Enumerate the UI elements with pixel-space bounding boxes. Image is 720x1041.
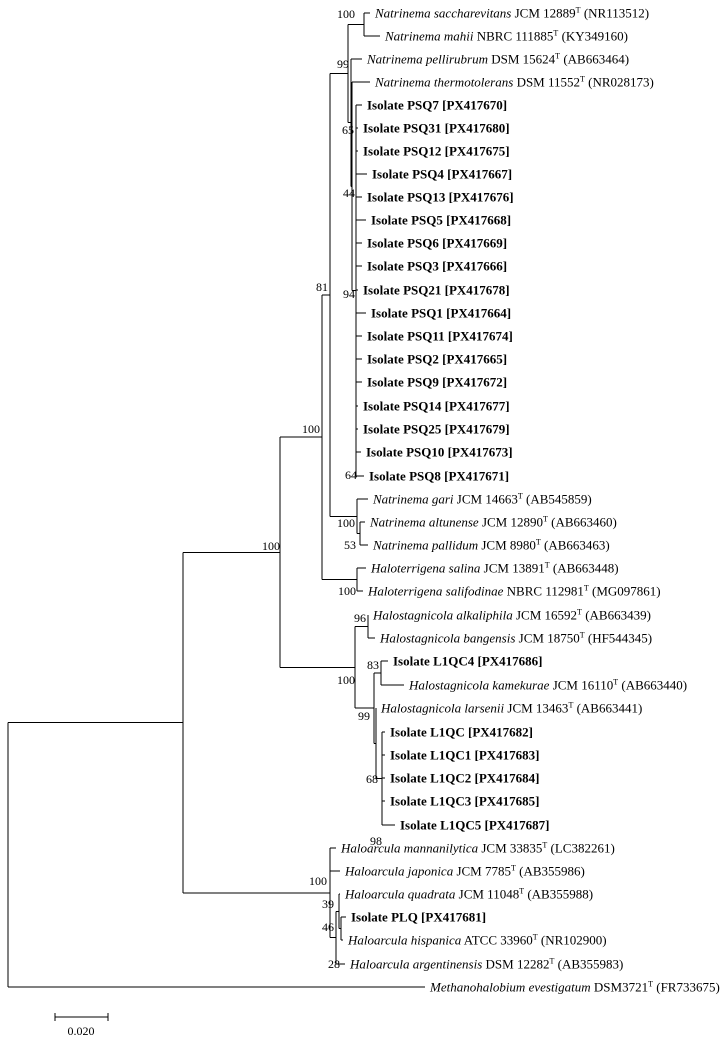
taxon-label: Isolate PSQ3 [PX417666] — [367, 259, 507, 274]
taxon-label: Isolate PSQ5 [PX417668] — [371, 213, 511, 228]
taxon-label: Methanohalobium evestigatum DSM3721T (FR… — [429, 980, 720, 995]
bootstrap-value: 100 — [302, 422, 320, 436]
bootstrap-value: 65 — [342, 123, 354, 137]
scale-bar: 0.020 — [54, 1013, 109, 1038]
taxon-label: Isolate PSQ8 [PX417671] — [369, 469, 509, 484]
taxon-label: Isolate PSQ2 [PX417665] — [367, 352, 507, 367]
taxon-label: Halostagnicola alkaliphila JCM 16592T (A… — [372, 608, 651, 623]
taxon-label: Isolate L1QC2 [PX417684] — [390, 771, 540, 786]
bootstrap-value: 100 — [338, 584, 356, 598]
taxon-label: Haloarcula quadrata JCM 11048T (AB355988… — [344, 887, 593, 902]
bootstrap-value: 99 — [358, 709, 370, 723]
bootstrap-value: 100 — [337, 516, 355, 530]
taxon-label: Isolate L1QC3 [PX417685] — [390, 794, 540, 809]
taxon-label: Isolate PSQ21 [PX417678] — [363, 283, 510, 298]
taxon-label: Natrinema thermotolerans DSM 11552T (NR0… — [374, 75, 654, 90]
taxon-label: Isolate L1QC1 [PX417683] — [390, 748, 540, 763]
taxon-label: Haloarcula japonica JCM 7785T (AB355986) — [344, 864, 585, 879]
taxon-label: Isolate PSQ25 [PX417679] — [363, 422, 510, 437]
bootstrap-value: 100 — [337, 673, 355, 687]
taxon-label: Isolate PSQ13 [PX417676] — [367, 190, 514, 205]
taxon-label: Natrinema altunense JCM 12890T (AB663460… — [369, 515, 617, 530]
taxon-label: Natrinema saccharevitans JCM 12889T (NR1… — [374, 6, 649, 21]
taxon-label: Isolate PSQ12 [PX417675] — [363, 144, 510, 159]
bootstrap-value: 96 — [354, 611, 366, 625]
bootstrap-value: 68 — [366, 772, 378, 786]
bootstrap-value: 100 — [337, 7, 355, 21]
bootstrap-value: 39 — [322, 897, 334, 911]
taxon-label: Isolate L1QC [PX417682] — [390, 725, 533, 740]
taxon-label: Natrinema mahii NBRC 111885T (KY349160) — [384, 29, 628, 44]
bootstrap-value: 100 — [309, 874, 327, 888]
taxon-label: Haloterrigena salina JCM 13891T (AB66344… — [370, 561, 619, 576]
bootstrap-value: 53 — [344, 538, 356, 552]
taxon-label: Isolate PLQ [PX417681] — [351, 910, 486, 925]
taxon-labels: Natrinema saccharevitans JCM 12889T (NR1… — [340, 6, 720, 995]
bootstrap-value: 64 — [345, 468, 357, 482]
taxon-label: Haloterrigena salifodinae NBRC 112981T (… — [367, 584, 661, 599]
taxon-label: Isolate PSQ14 [PX417677] — [363, 399, 510, 414]
bootstrap-value: 94 — [343, 287, 355, 301]
bootstrap-value: 83 — [367, 658, 379, 672]
taxon-label: Isolate PSQ7 [PX417670] — [367, 98, 507, 113]
tree-branches — [7, 12, 425, 988]
bootstrap-value: 100 — [262, 539, 280, 553]
taxon-label: Haloarcula hispanica ATCC 33960T (NR1029… — [347, 933, 607, 948]
taxon-label: Isolate PSQ6 [PX417669] — [367, 236, 507, 251]
taxon-label: Natrinema pellirubrum DSM 15624T (AB6634… — [366, 52, 629, 67]
bootstrap-value: 99 — [337, 57, 349, 71]
bootstrap-values: 100 99 65 44 94 64 81 100 100 53 100 100 96 83 100 99 68… — [262, 7, 382, 971]
bootstrap-value: 81 — [316, 280, 328, 294]
taxon-label: Isolate PSQ10 [PX417673] — [366, 445, 513, 460]
taxon-label: Isolate PSQ4 [PX417667] — [372, 167, 512, 182]
taxon-label: Haloarcula argentinensis DSM 12282T (AB3… — [349, 957, 623, 972]
taxon-label: Natrinema gari JCM 14663T (AB545859) — [372, 492, 592, 507]
taxon-label: Haloarcula mannanilytica JCM 33835T (LC3… — [340, 841, 615, 856]
taxon-label: Halostagnicola bangensis JCM 18750T (HF5… — [379, 631, 652, 646]
taxon-label: Isolate L1QC5 [PX417687] — [400, 818, 550, 833]
scale-bar-label: 0.020 — [68, 1024, 95, 1038]
bootstrap-value: 44 — [343, 186, 355, 200]
taxon-label: Halostagnicola kamekurae JCM 16110T (AB6… — [408, 678, 687, 693]
bootstrap-value: 28 — [328, 957, 340, 971]
taxon-label: Halostagnicola larsenii JCM 13463T (AB66… — [380, 701, 642, 716]
taxon-label: Natrinema pallidum JCM 8980T (AB663463) — [372, 538, 610, 553]
bootstrap-value: 98 — [370, 834, 382, 848]
taxon-label: Isolate PSQ1 [PX417664] — [371, 306, 511, 321]
taxon-label: Isolate L1QC4 [PX417686] — [393, 654, 543, 669]
taxon-label: Isolate PSQ9 [PX417672] — [367, 375, 507, 390]
taxon-label: Isolate PSQ11 [PX417674] — [367, 329, 513, 344]
taxon-label: Isolate PSQ31 [PX417680] — [363, 121, 510, 136]
bootstrap-value: 46 — [322, 920, 334, 934]
